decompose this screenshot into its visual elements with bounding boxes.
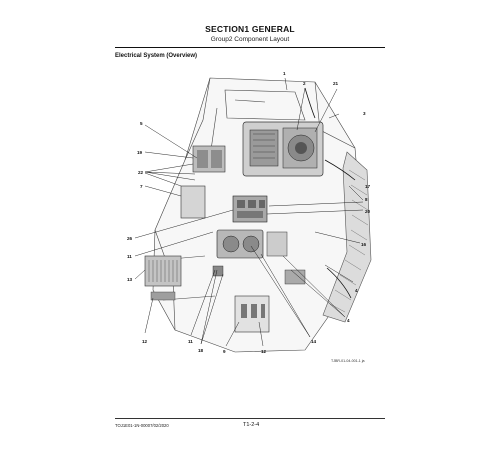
document-code: TOJ1E01-1N-00007/02/2020: [115, 423, 169, 428]
relay-block: [232, 195, 268, 223]
callout-2: 2: [303, 81, 306, 86]
header-rule: [115, 47, 385, 49]
callout-8: 8: [365, 197, 368, 202]
callout-17: 17: [365, 184, 371, 189]
callout-12b: 12: [261, 349, 267, 354]
callout-5: 5: [140, 121, 143, 126]
cab-components: [212, 265, 306, 333]
callout-9: 9: [223, 349, 226, 354]
figure-heading: Electrical System (Overview): [115, 53, 198, 59]
callout-22: 22: [138, 170, 144, 175]
callout-11a: 11: [127, 254, 132, 259]
electrical-system-diagram: 1 2 21 3 5 19 22 7 17 8 20 26 16 11 13 4…: [127, 71, 372, 354]
callout-labels: 1 2 21 3 5 19 22 7 17 8 20 26 16 11 13 4…: [127, 71, 371, 354]
leader-lines: [134, 77, 364, 347]
section-title: SECTION1 GENERAL: [205, 24, 295, 34]
callout-4b: 4: [347, 318, 350, 323]
left-unit: [144, 255, 182, 301]
crawler-track: [322, 151, 372, 323]
direction-arrows: [304, 87, 356, 299]
engine-assembly: [242, 121, 324, 177]
callout-26: 26: [127, 236, 133, 241]
callout-13: 13: [127, 277, 133, 282]
figure-code: TJBR-01-04-001-1 ja: [331, 359, 365, 363]
callout-14: 14: [311, 339, 317, 344]
callout-21: 21: [333, 81, 339, 86]
callout-1: 1: [283, 71, 286, 76]
callout-11b: 11: [188, 339, 193, 344]
callout-4a: 4: [355, 288, 358, 293]
battery-group: [180, 145, 226, 219]
callout-7: 7: [140, 184, 143, 189]
callout-16: 16: [361, 242, 367, 247]
callout-20: 20: [365, 209, 371, 214]
callout-12a: 12: [142, 339, 148, 344]
page-number: T1-2-4: [243, 422, 260, 428]
callout-18: 18: [198, 348, 204, 353]
footer-rule: [115, 418, 385, 419]
callout-19: 19: [137, 150, 143, 155]
group-title: Group2 Component Layout: [210, 36, 290, 43]
pump-assembly: [216, 229, 288, 259]
callout-3: 3: [363, 111, 366, 116]
